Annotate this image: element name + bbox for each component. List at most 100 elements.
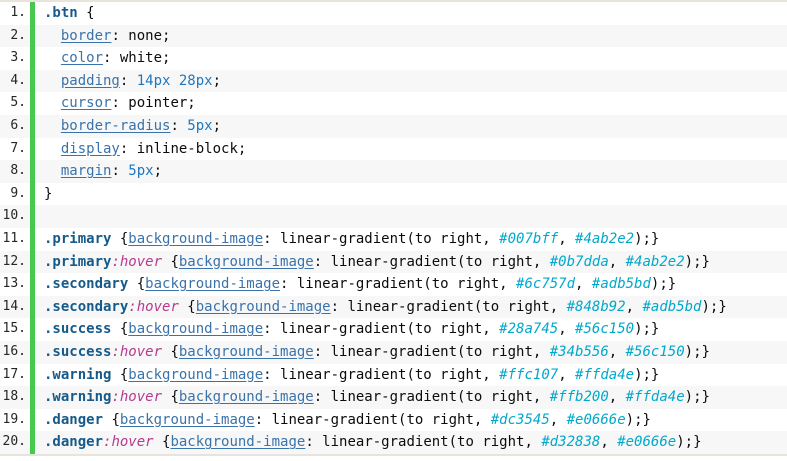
token-prop: margin (60, 163, 112, 180)
line-number: 6. (10, 117, 26, 133)
token-hex: #28a745 (499, 321, 559, 338)
token-plain (44, 118, 61, 134)
token-plain: );} (625, 411, 651, 428)
code-text: display: inline-block; (35, 138, 787, 161)
code-text: .btn { (35, 2, 787, 25)
token-plain: : linear-gradient(to right, (330, 298, 567, 315)
line-number: 8. (10, 163, 26, 179)
gutter-accent-bar (30, 2, 35, 25)
code-text (35, 205, 787, 228)
line-number: 17. (2, 366, 26, 382)
code-line: 17..warning {background-image: linear-gr… (0, 363, 787, 387)
token-sel: .warning (44, 366, 112, 383)
token-hex: #adb5bd (642, 298, 702, 315)
token-prop: padding (60, 72, 120, 89)
token-plain: : (111, 163, 129, 180)
token-prop: border (60, 27, 112, 44)
token-hex: #6c757d (516, 276, 576, 293)
token-pseudo: :hover (128, 298, 179, 315)
token-plain: : (119, 72, 137, 89)
line-number: 20. (2, 434, 26, 450)
code-line: 4. padding: 14px 28px; (0, 69, 787, 93)
token-plain: : inline-block; (119, 140, 247, 157)
token-sel: .danger (44, 434, 104, 451)
code-line: 2. border: none; (0, 24, 787, 48)
token-plain: ; (212, 117, 222, 134)
token-hex: #ffc107 (499, 366, 559, 383)
code-line: 19..danger {background-image: linear-gra… (0, 408, 787, 432)
code-line: 11..primary {background-image: linear-gr… (0, 227, 787, 251)
token-plain: );} (684, 343, 710, 360)
token-sel: .secondary (44, 298, 129, 315)
token-sel: .primary (44, 253, 112, 270)
line-number: 14. (2, 298, 26, 314)
token-hex: #56c150 (575, 321, 635, 338)
gutter-accent-bar (30, 340, 35, 364)
token-plain: );} (634, 366, 660, 383)
token-plain: { (111, 366, 129, 383)
gutter-accent-bar (30, 295, 35, 319)
code-text: border-radius: 5px; (35, 115, 787, 138)
token-prop: background-image (119, 411, 255, 428)
gutter-accent-bar (30, 92, 35, 115)
token-prop: background-image (128, 230, 264, 247)
token-hex: #4ab2e2 (625, 253, 685, 270)
token-plain: { (162, 343, 179, 360)
token-hex: #d32838 (541, 434, 601, 451)
token-pseudo: :hover (103, 434, 154, 451)
token-plain: : linear-gradient(to right, (280, 276, 517, 293)
token-plain: );} (676, 434, 702, 451)
token-hex: #007bff (499, 230, 559, 247)
token-prop: background-image (128, 321, 264, 338)
token-pseudo: :hover (111, 253, 163, 270)
code-text: .secondary {background-image: linear-gra… (35, 273, 787, 296)
gutter-accent-bar (30, 318, 35, 341)
code-line: 8. margin: 5px; (0, 160, 787, 183)
gutter-accent-bar (30, 386, 35, 409)
code-line: 3. color: white; (0, 47, 787, 70)
token-plain: , (558, 230, 576, 247)
token-plain: , (608, 343, 626, 360)
gutter-accent-bar (30, 160, 35, 183)
code-text: .primary {background-image: linear-gradi… (35, 228, 787, 251)
code-line: 7. display: inline-block; (0, 137, 787, 161)
code-line: 14..secondary:hover {background-image: l… (0, 295, 787, 319)
token-prop: background-image (178, 389, 314, 406)
line-number: 4. (10, 72, 26, 88)
token-plain: , (625, 298, 643, 315)
token-hex: #848b92 (566, 298, 626, 315)
token-plain: );} (684, 389, 710, 406)
token-plain: } (44, 185, 53, 202)
code-text: .danger {background-image: linear-gradie… (35, 409, 787, 432)
gutter-accent-bar (30, 47, 35, 70)
token-num: 14px 28px (136, 72, 213, 89)
code-text: .primary:hover {background-image: linear… (35, 251, 787, 274)
token-sel: .warning (44, 389, 112, 406)
token-plain (44, 73, 61, 89)
token-plain: : none; (111, 27, 171, 44)
token-pseudo: :hover (111, 343, 163, 360)
line-number: 15. (2, 321, 26, 337)
token-plain (44, 50, 61, 66)
token-plain: { (178, 298, 196, 315)
token-prop: background-image (178, 343, 314, 360)
token-plain: );} (701, 298, 727, 315)
token-plain: : linear-gradient(to right, (263, 366, 500, 383)
line-number: 7. (10, 140, 26, 156)
token-hex: #adb5bd (591, 276, 651, 293)
token-sel: .btn (44, 5, 78, 21)
token-prop: display (60, 140, 120, 157)
token-hex: #4ab2e2 (575, 230, 635, 247)
token-num: 5px (128, 163, 154, 180)
line-number: 1. (10, 5, 26, 20)
token-plain: , (558, 321, 576, 338)
code-line: 9.} (0, 182, 787, 206)
token-sel: .success (44, 343, 112, 360)
token-plain: : linear-gradient(to right, (313, 343, 550, 360)
token-plain: );} (634, 230, 660, 247)
token-plain: { (162, 253, 179, 270)
token-prop: background-image (145, 276, 281, 293)
code-line: 18..warning:hover {background-image: lin… (0, 386, 787, 409)
token-sel: .secondary (44, 276, 129, 293)
